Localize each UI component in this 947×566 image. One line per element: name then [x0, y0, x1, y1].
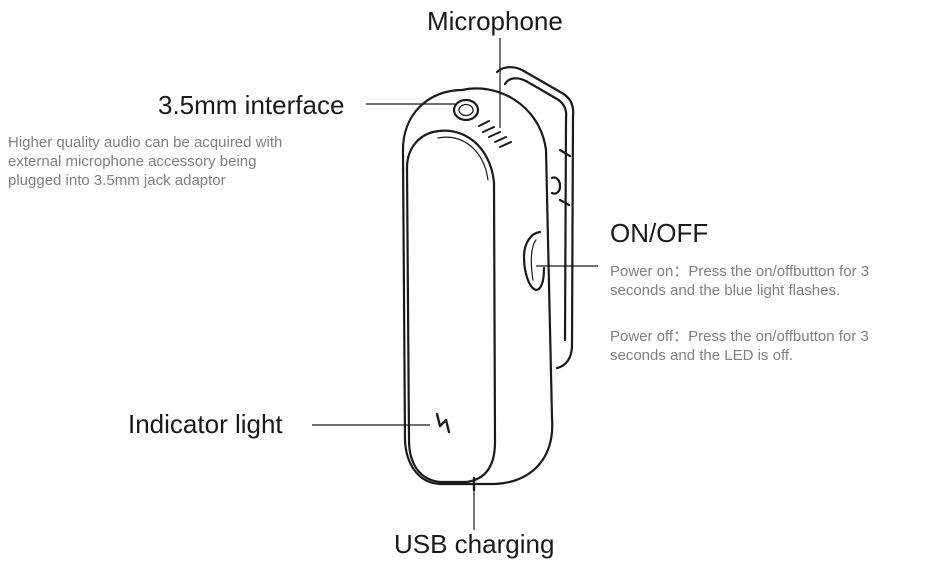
jack-port	[452, 98, 480, 122]
back-clip	[495, 66, 575, 370]
interface-label: 3.5mm interface	[158, 90, 345, 120]
mic-slots	[478, 120, 512, 148]
power-on-description-line-1: Power on：Press the on/offbutton for 3	[610, 263, 870, 280]
usb-charging-label: USB charging	[394, 529, 555, 559]
power-off-description-line-2: seconds and the LED is off.	[610, 347, 794, 364]
device-body	[401, 87, 554, 486]
power-off-description-line-1: Power off：Press the on/offbutton for 3	[610, 328, 869, 345]
power-on-description-line-2: seconds and the blue light flashes.	[610, 282, 841, 299]
microphone-label: Microphone	[427, 6, 563, 36]
front-panel	[405, 129, 497, 484]
on-off-label: ON/OFF	[610, 218, 709, 248]
indicator-light-icon	[435, 412, 451, 434]
interface-description-line-2: external microphone accessory being	[8, 153, 257, 170]
interface-description-line-1: Higher quality audio can be acquired wit…	[8, 134, 283, 151]
on-off-button	[522, 230, 546, 292]
indicator-light-label: Indicator light	[128, 409, 283, 439]
interface-description-line-3: plugged into 3.5mm jack adaptor	[8, 172, 226, 189]
